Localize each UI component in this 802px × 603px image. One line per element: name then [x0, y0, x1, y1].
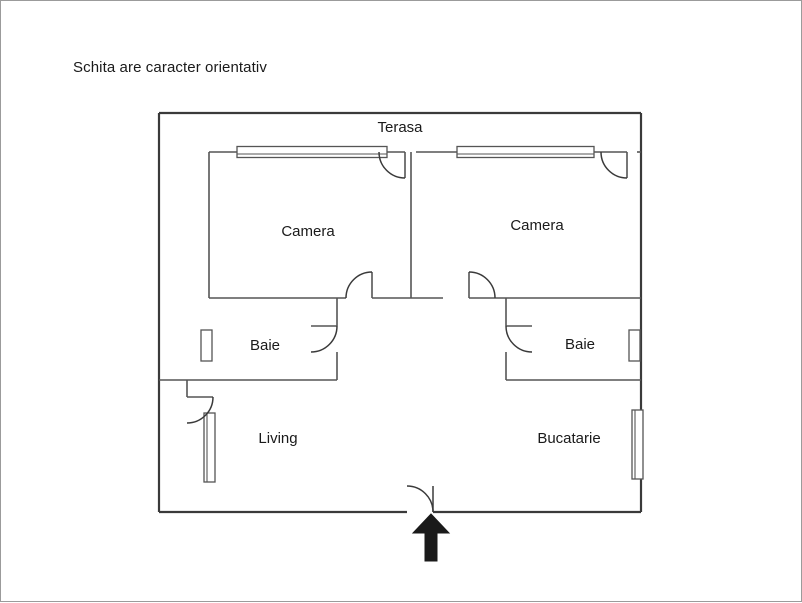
- door-arc-camera-left-hall: [345, 271, 373, 299]
- interior-walls: [159, 151, 641, 398]
- window-baie-left: [200, 329, 213, 362]
- window-terasa-right: [456, 145, 595, 159]
- outer-walls: [157, 111, 643, 514]
- room-label-terasa: Terasa: [377, 119, 423, 136]
- door-arc-baie-left: [310, 325, 338, 353]
- door-arc-baie-right: [505, 325, 533, 353]
- window-mullions: [206, 153, 636, 482]
- door-arc-entrance: [406, 485, 434, 513]
- door-arcs: [186, 151, 628, 513]
- door-arc-terasa-camera-right: [600, 151, 628, 179]
- window-terasa-left: [236, 145, 388, 159]
- window-living: [203, 412, 216, 483]
- window-baie-right: [628, 329, 641, 362]
- disclaimer-note: Schita are caracter orientativ: [73, 59, 267, 76]
- room-label-camera-right: Camera: [510, 217, 564, 234]
- entrance-arrow: [411, 513, 451, 562]
- room-label-bucatarie: Bucatarie: [537, 430, 600, 447]
- windows: [200, 145, 644, 483]
- door-arc-camera-right-hall: [468, 271, 496, 299]
- entrance-arrow-glyph: [411, 513, 451, 562]
- room-label-baie-left: Baie: [250, 337, 280, 354]
- door-arc-terasa-camera-left: [378, 151, 406, 179]
- window-bucatarie: [631, 409, 644, 480]
- room-labels: Terasa Camera Camera Baie Baie Living Bu…: [250, 119, 601, 447]
- room-label-baie-right: Baie: [565, 336, 595, 353]
- room-label-living: Living: [258, 430, 297, 447]
- door-arc-living: [186, 396, 214, 424]
- room-label-camera-left: Camera: [281, 223, 335, 240]
